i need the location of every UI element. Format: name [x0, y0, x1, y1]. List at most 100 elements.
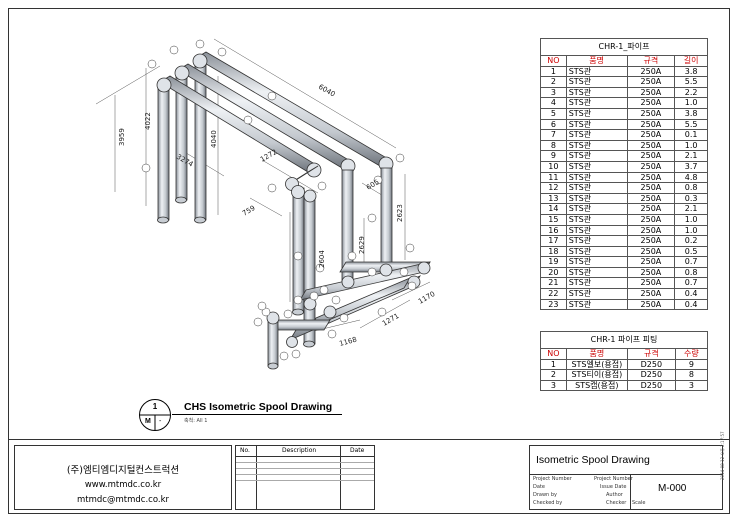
table-cell: 250A [626, 171, 676, 184]
table-cell: 3 [540, 379, 567, 392]
dim-2604: 2604 [318, 250, 326, 268]
table-cell: 1.0 [674, 224, 708, 237]
table-cell: STS캡(용접) [565, 379, 628, 392]
dim-3959: 3959 [118, 128, 126, 146]
sheet-number: M-000 [658, 483, 687, 494]
table-cell: 250A [626, 76, 676, 88]
table-cell: 18 [540, 245, 567, 258]
table-cell: 0.7 [674, 256, 708, 268]
company-box: (주)엠티엠디지털컨스트럭션 www.mtmdc.co.kr mtmdc@mtm… [14, 445, 232, 510]
table-cell: 15 [540, 213, 567, 226]
table-cell: 16 [540, 224, 567, 237]
table-cell: 250A [626, 118, 676, 131]
table-cell: 22 [540, 288, 567, 300]
table-cell: 9 [674, 358, 709, 371]
table-cell: 250A [626, 129, 676, 141]
table-cell: 250A [626, 288, 676, 300]
table-cell: STS관 [565, 203, 628, 215]
table-cell: 3 [540, 86, 567, 99]
table-cell: 0.8 [674, 182, 708, 194]
table-cell: 250A [626, 160, 676, 173]
table-cell: 0.5 [674, 245, 708, 258]
dimension-lines [95, 38, 431, 333]
table-cell: STS관 [565, 139, 628, 152]
table-cell: STS관 [565, 150, 628, 162]
table-cell: D250 [626, 379, 676, 392]
table-cell: 10 [540, 160, 567, 173]
table-cell: 3 [674, 379, 709, 392]
table-cell: 3.7 [674, 160, 708, 173]
table-cell: STS관 [565, 245, 628, 258]
col-name: 품명 [565, 55, 628, 67]
table-cell: 250A [626, 182, 676, 194]
pipe-segment [157, 87, 170, 221]
table-cell: 5.5 [674, 118, 708, 131]
table-cell: 3.8 [674, 65, 708, 78]
pipe-segment [269, 319, 331, 331]
dim-1168: 1168 [338, 336, 357, 348]
revision-box: No. Description Date [235, 445, 375, 510]
issue-date-label: Issue Date [600, 484, 627, 490]
table-cell: 250A [626, 97, 676, 109]
table-cell: 7 [540, 129, 567, 141]
table-cell: STS관 [565, 86, 628, 99]
view-number: 1 [152, 402, 158, 411]
table-cell: 9 [540, 150, 567, 162]
table-cell: 21 [540, 277, 567, 290]
table-cell: 4.8 [674, 171, 708, 184]
table-cell: 2.2 [674, 86, 708, 99]
table-cell: 0.3 [674, 192, 708, 205]
col-no: NO [540, 348, 567, 360]
checked-by-value: Checker [606, 500, 627, 506]
table-cell: 2.1 [674, 150, 708, 162]
company-email: mtmdc@mtmdc.co.kr [77, 495, 169, 505]
table-cell: 6 [540, 118, 567, 131]
pipe-segment [380, 167, 393, 269]
col-qty: 수량 [674, 348, 709, 360]
balloon-callouts [141, 39, 417, 361]
table-cell: 1 [540, 65, 567, 78]
table-cell: STS관 [565, 298, 628, 311]
table-cell: 1.0 [674, 213, 708, 226]
table-cell: 250A [626, 150, 676, 162]
table-cell: 0.1 [674, 129, 708, 141]
dim-4022: 4022 [144, 112, 152, 130]
table-cell: 0.2 [674, 235, 708, 247]
table-cell: 23 [540, 298, 567, 311]
company-name: (주)엠티엠디지털컨스트럭션 [66, 465, 180, 476]
table-cell: STS관 [565, 76, 628, 88]
dim-4040: 4040 [210, 130, 218, 148]
pipe-assembly [156, 51, 431, 370]
dim-1272: 1272 [259, 148, 278, 164]
table-cell: 250A [626, 266, 676, 279]
revision-col-date: Date [350, 447, 365, 454]
table-cell: 1.0 [674, 139, 708, 152]
table-cell: 250A [626, 256, 676, 268]
table-cell: 250A [626, 224, 676, 237]
drawing-title: Isometric Spool Drawing [536, 454, 650, 466]
table-cell: 2 [540, 369, 567, 381]
print-timestamp: 2014-08-12 오후 2:17:57 [720, 431, 725, 480]
dim-6040: 6040 [317, 83, 336, 99]
table-cell: 5 [540, 107, 567, 120]
table-cell: STS관 [565, 256, 628, 268]
table-cell: STS관 [565, 192, 628, 205]
table-cell: 8 [540, 139, 567, 152]
